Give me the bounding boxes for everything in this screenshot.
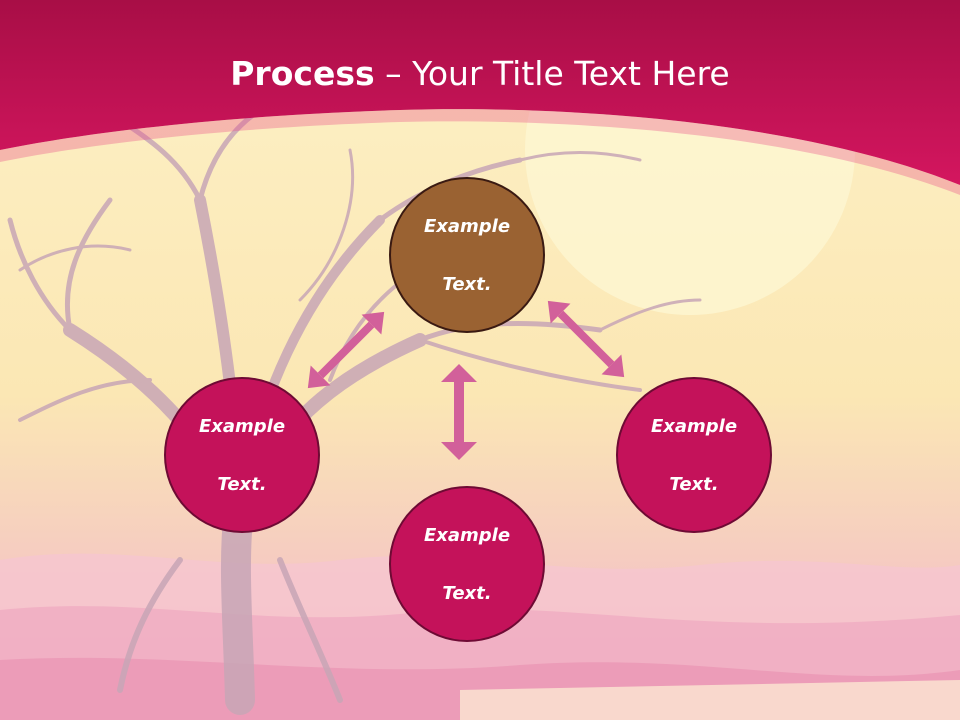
node-left-line1: Example — [198, 415, 286, 437]
node-bottom-line2: Text. — [442, 582, 492, 604]
arrow-left-top — [307, 311, 385, 389]
arrow-top-right — [547, 300, 625, 378]
node-bottom-line1: Example — [423, 524, 511, 546]
node-top-line2: Text. — [442, 273, 492, 295]
arrow-top-bottom — [441, 364, 477, 460]
node-left-line2: Text. — [217, 473, 267, 495]
page-title: Process – Your Title Text Here — [0, 52, 960, 96]
title-bold: Process — [230, 54, 375, 93]
header-band — [0, 0, 960, 185]
node-top-line1: Example — [423, 215, 511, 237]
title-rest: – Your Title Text Here — [374, 54, 730, 93]
node-right-line1: Example — [650, 415, 738, 437]
node-right-line2: Text. — [669, 473, 719, 495]
